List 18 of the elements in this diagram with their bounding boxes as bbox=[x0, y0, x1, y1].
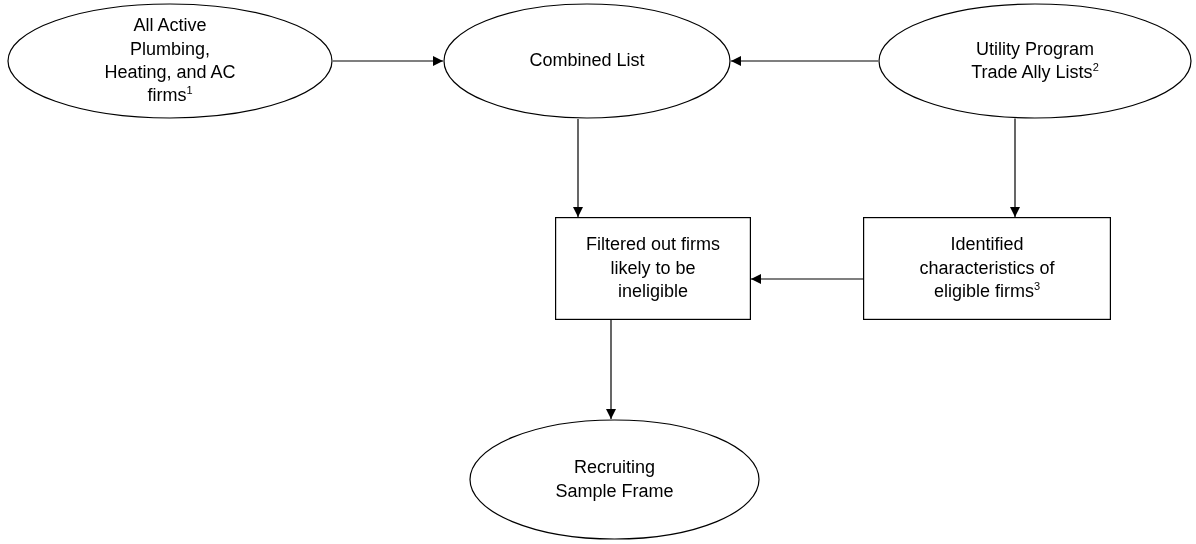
node-label: Filtered out firms likely to be ineligible bbox=[584, 233, 721, 304]
ellipse-node bbox=[7, 3, 333, 119]
arrow bbox=[606, 319, 616, 420]
node-label: All Active Plumbing, Heating, and AC firms$^{1}$ bbox=[103, 14, 237, 108]
arrow bbox=[1010, 117, 1020, 218]
ellipse-node bbox=[443, 3, 731, 119]
process-box bbox=[863, 217, 1111, 320]
arrow bbox=[730, 56, 879, 66]
ellipse-node bbox=[878, 3, 1192, 119]
node-label: Combined List bbox=[529, 49, 645, 73]
arrow bbox=[332, 56, 444, 66]
node-label: Identified characteristics of eligible firms$^{3}$ bbox=[918, 233, 1056, 304]
arrow bbox=[573, 118, 583, 218]
process-box bbox=[555, 217, 751, 320]
node-label: Utility Program Trade Ally Lists$^{2}$ bbox=[970, 37, 1100, 84]
arrow bbox=[750, 274, 864, 284]
node-label: Recruiting Sample Frame bbox=[554, 456, 675, 503]
ellipse-node bbox=[469, 419, 760, 540]
